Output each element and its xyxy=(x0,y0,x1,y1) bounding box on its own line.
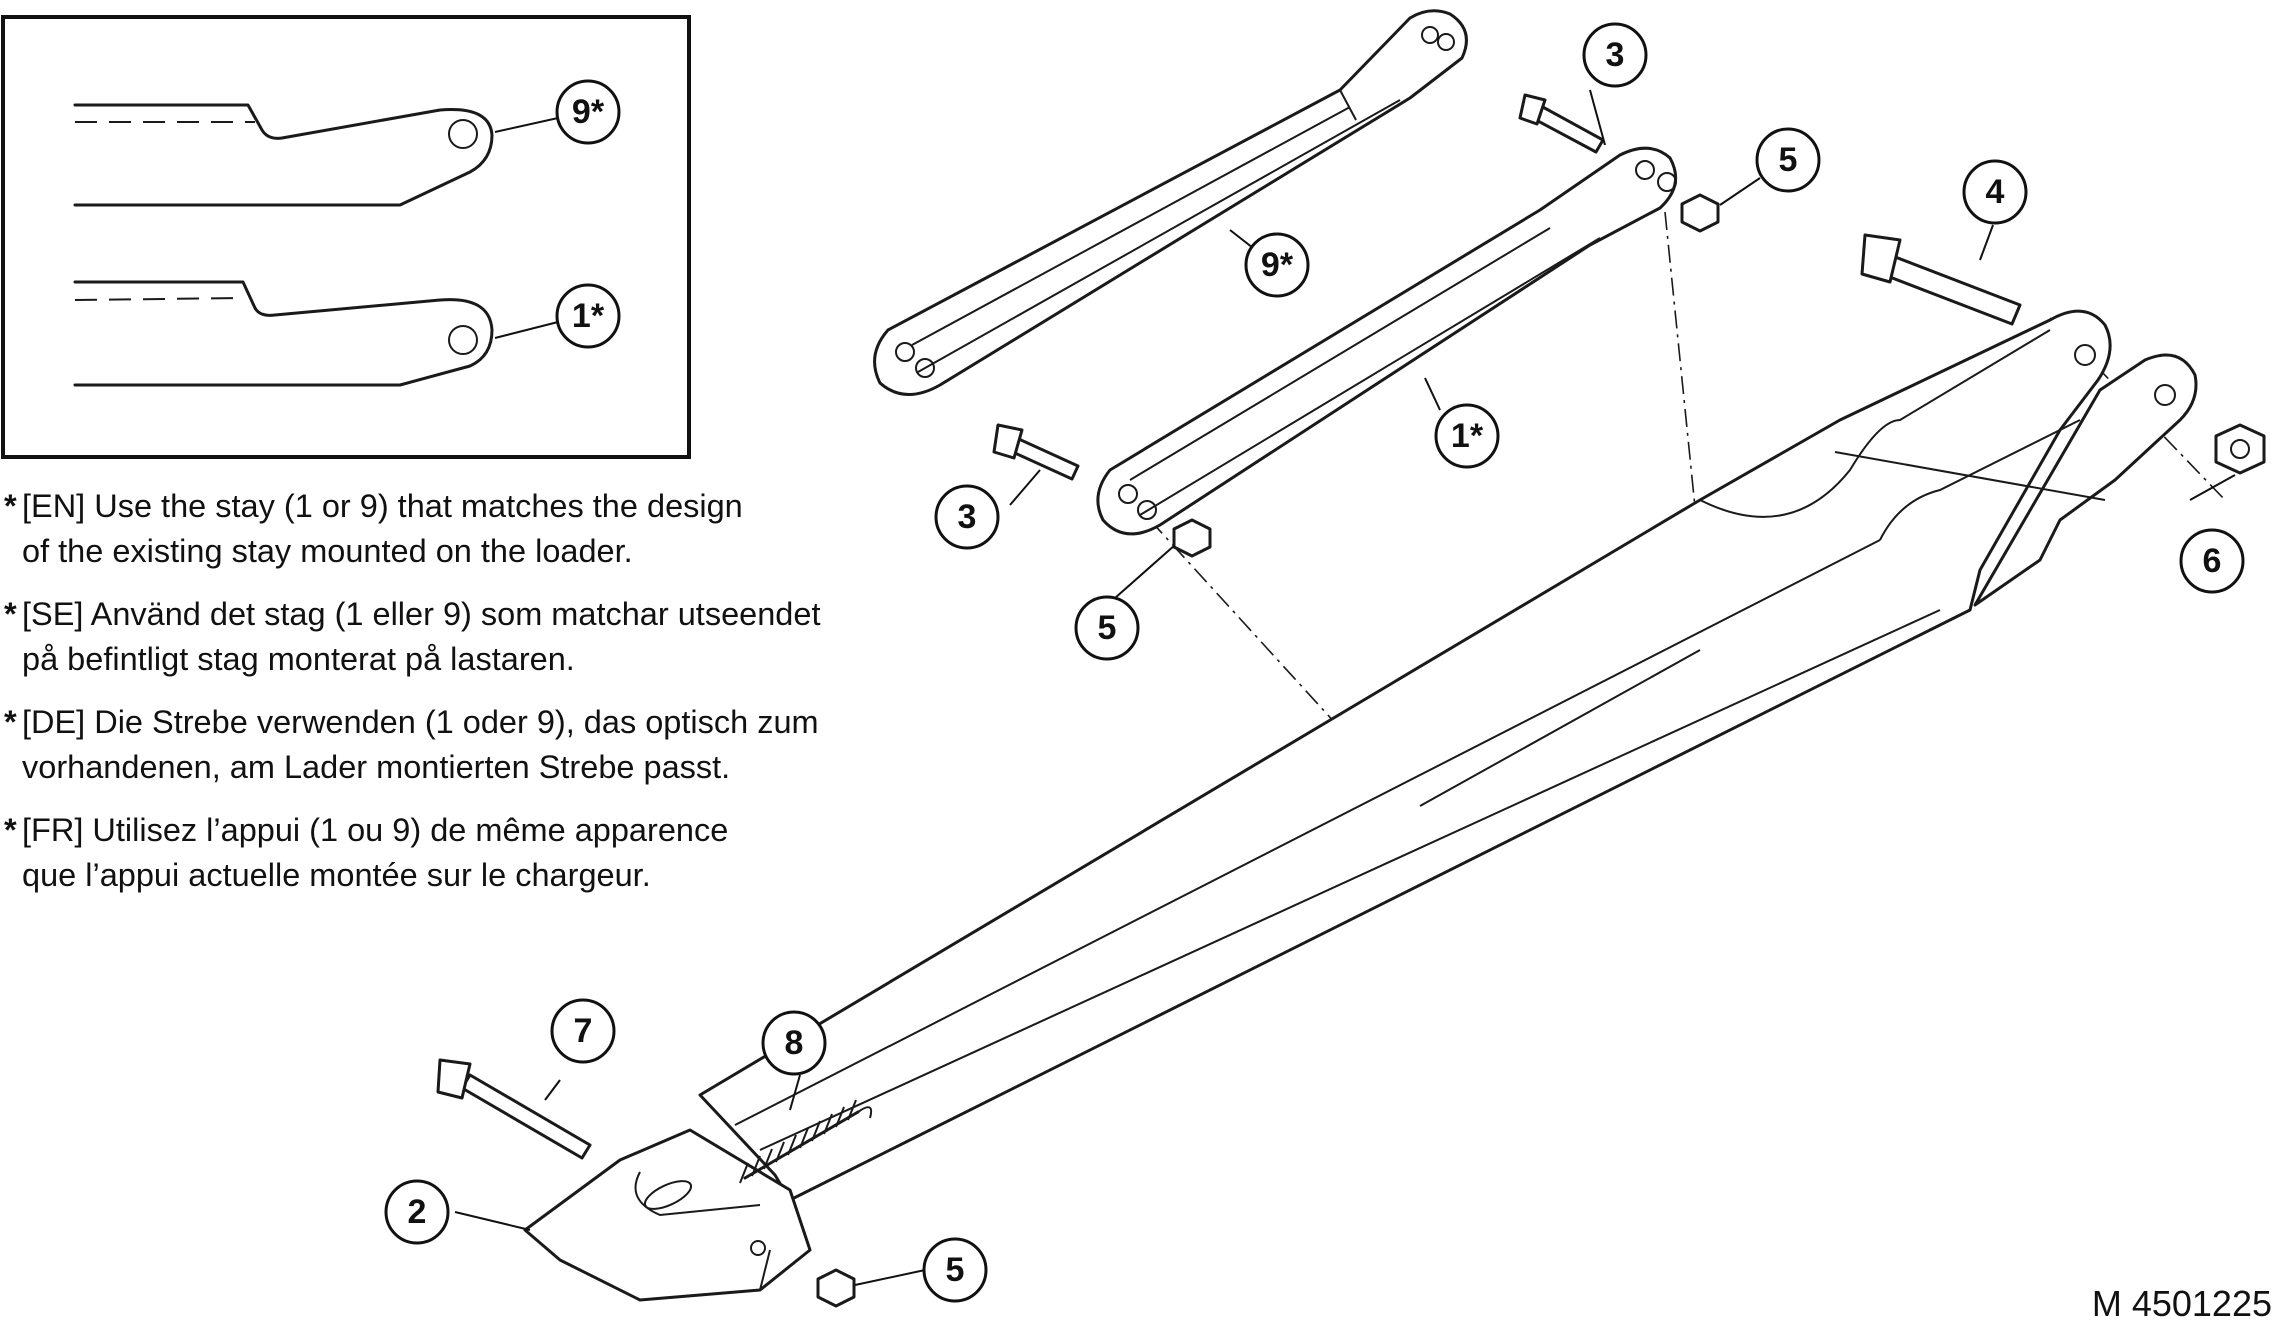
note-text: [FR] Utilisez l’appui (1 ou 9) de même a… xyxy=(22,812,729,893)
callout-label: 1* xyxy=(572,297,605,335)
multilingual-notes: * [EN] Use the stay (1 or 9) that matche… xyxy=(4,484,964,916)
callout-nut-5-lower: 5 xyxy=(1074,595,1140,661)
note-en: * [EN] Use the stay (1 or 9) that matche… xyxy=(4,484,964,574)
nut-5-lower xyxy=(1172,518,1212,558)
loader-arm xyxy=(523,309,2198,1302)
callout-spring-8: 8 xyxy=(761,1010,827,1076)
note-text: [SE] Använd det stag (1 eller 9) som mat… xyxy=(22,596,821,677)
bolt-3-lower xyxy=(992,423,1080,481)
callout-inset-9: 9* xyxy=(555,79,621,145)
callout-label: 7 xyxy=(574,1012,593,1050)
spring xyxy=(739,1099,873,1184)
nut-6 xyxy=(2214,423,2266,475)
note-de: * [DE] Die Strebe verwenden (1 oder 9), … xyxy=(4,700,964,790)
stay-1 xyxy=(1096,146,1678,536)
callout-label: 1* xyxy=(1451,417,1484,455)
callout-stay-1: 1* xyxy=(1434,403,1500,469)
callout-label: 3 xyxy=(958,498,977,536)
bolt-3-upper xyxy=(1518,93,1605,154)
callout-label: 5 xyxy=(1779,141,1798,179)
nut-5-upper xyxy=(1680,193,1720,233)
callout-label: 4 xyxy=(1986,173,2005,211)
note-marker: * xyxy=(4,488,17,524)
note-text: [DE] Die Strebe verwenden (1 oder 9), da… xyxy=(22,704,819,785)
callout-bolt-3-upper: 3 xyxy=(1582,22,1648,88)
bolt-4 xyxy=(1860,233,2022,326)
note-text: [EN] Use the stay (1 or 9) that matches … xyxy=(22,488,743,569)
callout-bolt-4: 4 xyxy=(1962,159,2028,225)
inset-stay-1-profile xyxy=(73,280,494,387)
stay-9 xyxy=(873,9,1468,396)
note-se: * [SE] Använd det stag (1 eller 9) som m… xyxy=(4,592,964,682)
callout-label: 2 xyxy=(408,1193,427,1231)
callout-bolt-7: 7 xyxy=(550,998,616,1064)
callout-label: 5 xyxy=(946,1251,965,1289)
callout-label: 5 xyxy=(1098,609,1117,647)
callout-bolt-3-lower: 3 xyxy=(934,484,1000,550)
nut-5-bottom xyxy=(816,1268,856,1308)
callout-nut-5-bottom: 5 xyxy=(922,1237,988,1303)
bolt-7 xyxy=(436,1058,592,1160)
note-marker: * xyxy=(4,704,17,740)
callout-nut-5-upper: 5 xyxy=(1755,127,1821,193)
note-marker: * xyxy=(4,596,17,632)
callout-label: 8 xyxy=(785,1024,804,1062)
document-number: M 4501225 xyxy=(2091,1283,2272,1324)
note-marker: * xyxy=(4,812,17,848)
note-fr: * [FR] Utilisez l’appui (1 ou 9) de même… xyxy=(4,808,964,898)
callout-label: 6 xyxy=(2203,542,2222,580)
callout-inset-1: 1* xyxy=(555,283,621,349)
callout-stay-9: 9* xyxy=(1244,232,1310,298)
callout-label: 9* xyxy=(1261,246,1294,284)
leader-lines xyxy=(454,89,2236,1286)
callout-label: 3 xyxy=(1606,36,1625,74)
callout-nut-6: 6 xyxy=(2179,528,2245,594)
callout-label: 9* xyxy=(572,93,605,131)
inset-stay-9-profile xyxy=(73,103,494,207)
callout-arm-2: 2 xyxy=(384,1179,450,1245)
